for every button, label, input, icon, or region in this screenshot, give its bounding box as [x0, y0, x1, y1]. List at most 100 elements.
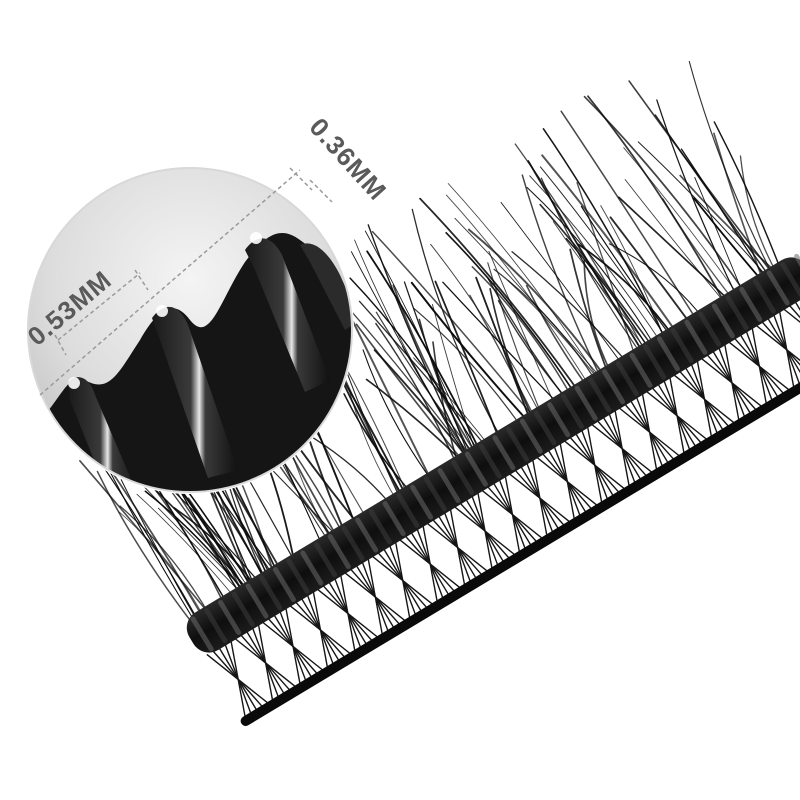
lash-fiber	[583, 95, 748, 296]
lash-band-ridge	[574, 385, 598, 421]
lash-fiber	[489, 288, 536, 424]
lash-fiber	[486, 277, 570, 403]
lash-band-ridge	[602, 369, 626, 405]
lash-fiber	[539, 203, 656, 352]
lash-fiber	[500, 202, 626, 369]
lash-cluster-root	[669, 376, 686, 456]
lash-fiber	[623, 147, 742, 300]
guide-053-bar	[57, 272, 141, 341]
magnified-detail-circle	[26, 166, 354, 494]
lash-band-ridge	[231, 591, 255, 627]
lash-cluster-root	[285, 606, 302, 686]
lash-band-ridge	[190, 616, 214, 652]
lash-band-ridge	[643, 344, 667, 380]
lash-fiber	[367, 224, 471, 463]
lash-fiber	[608, 243, 706, 321]
lash-fiber	[609, 216, 694, 329]
lash-fiber	[349, 277, 481, 456]
lash-fiber	[542, 128, 669, 344]
lash-cluster-root	[778, 310, 795, 390]
lash-cluster-root	[696, 359, 713, 439]
lash-fiber	[511, 251, 631, 367]
lash-cluster-root	[394, 541, 411, 620]
lash-cluster-root	[257, 623, 274, 703]
lash-fiber	[119, 505, 212, 618]
lash-fiber	[454, 217, 605, 382]
lash-band-ridge	[355, 517, 379, 553]
lash-fiber	[371, 230, 538, 422]
lash-fiber	[560, 110, 700, 325]
lash-fiber	[525, 284, 591, 391]
lash-band-ridge	[519, 418, 543, 454]
lash-fiber	[418, 318, 475, 460]
lash-fiber	[432, 341, 460, 469]
lash-band-ridge	[245, 583, 269, 619]
lash-band-ridge	[272, 567, 296, 603]
lash-fiber	[526, 186, 658, 350]
lash-fiber	[430, 243, 543, 419]
lash-cluster-root	[614, 409, 631, 489]
lash-band-ridge	[725, 295, 749, 331]
lash-cluster-root	[422, 524, 439, 604]
lash-fiber	[713, 121, 783, 275]
lash-band-ridge	[766, 270, 790, 306]
measurement-guides	[39, 167, 333, 396]
guide-053-start	[54, 334, 67, 356]
lash-band-ridge	[300, 550, 324, 586]
lash-band-ridge	[588, 377, 612, 413]
lash-fiber	[580, 205, 674, 340]
lash-cluster-root	[782, 307, 800, 359]
lash-fiber	[577, 243, 676, 340]
magnified-lash-ridges	[68, 238, 352, 492]
lash-band-ridge	[437, 468, 461, 504]
lash-band-ridge	[478, 443, 502, 479]
diagonal-guide	[39, 169, 301, 396]
lash-cluster-root	[477, 491, 494, 571]
lash-fiber	[413, 357, 492, 450]
lash-band-ridge	[629, 352, 653, 388]
lash-band-ridge	[684, 319, 708, 355]
guide-053-end	[134, 269, 149, 291]
lash-cluster-root	[794, 300, 800, 366]
lash-cluster-root	[559, 442, 576, 522]
lash-band-ridge	[615, 361, 639, 397]
guide-036-end-a	[289, 167, 313, 191]
lash-cluster-root	[230, 639, 247, 719]
lash-band-ridge	[396, 492, 420, 528]
lash-fiber	[624, 179, 729, 307]
lash-fiber	[552, 221, 654, 352]
lash-fiber	[118, 511, 207, 621]
lash-band-ridge	[314, 542, 338, 578]
lash-band-ridge	[464, 451, 488, 487]
lash-fiber	[79, 459, 213, 618]
lash-band-ridge	[410, 484, 434, 520]
lash-fiber	[375, 311, 478, 459]
lash-fiber	[507, 280, 602, 384]
lash-band-texture	[190, 253, 800, 652]
lash-cluster-root	[641, 392, 658, 472]
lash-fiber	[411, 208, 504, 443]
lash-cluster-root	[788, 304, 800, 363]
lash-fiber	[151, 478, 230, 607]
lash-clusters	[206, 300, 800, 719]
lash-cluster-root	[723, 343, 740, 423]
lash-fiber	[600, 205, 667, 344]
lash-fiber	[739, 155, 779, 277]
lash-band-ridge	[533, 410, 557, 446]
lash-fiber	[362, 349, 435, 484]
lash-band-ridge	[341, 525, 365, 561]
lash-band-ridge	[547, 402, 571, 438]
lash-fiber	[419, 197, 582, 396]
lash-band-ridge	[670, 328, 694, 364]
lash-band-ridge	[711, 303, 735, 339]
lash-cluster-root	[367, 557, 384, 637]
lash-band-ridge	[739, 286, 763, 322]
lash-band-ridge	[286, 558, 310, 594]
lash-fiber	[569, 248, 611, 379]
lash-fiber	[136, 493, 238, 602]
lash-fiber	[445, 194, 592, 390]
lash-band-ridge	[752, 278, 776, 314]
lash-fiber	[373, 349, 472, 463]
lash-fiber	[521, 174, 604, 383]
lash-cluster-root	[531, 458, 548, 538]
